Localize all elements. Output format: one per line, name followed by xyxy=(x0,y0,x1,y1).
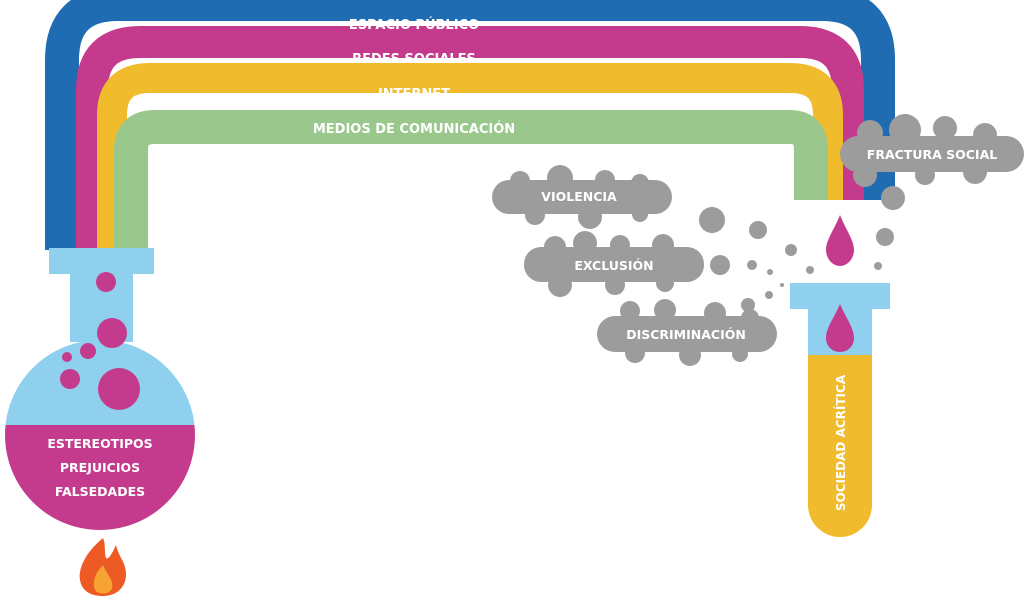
cloud-fractura-social xyxy=(840,114,1024,270)
pipe-espacio-publico xyxy=(45,0,895,250)
flask-label-prejuicios: PREJUICIOS xyxy=(60,460,140,475)
cloud-label-exclusion: EXCLUSIÓN xyxy=(574,258,653,273)
flask-label-falsedades: FALSEDADES xyxy=(55,484,145,499)
cloud-label-violencia: VIOLENCIA xyxy=(541,189,617,204)
tube-body xyxy=(808,355,872,537)
pipe-label-espacio-publico: ESPACIO PÚBLICO xyxy=(349,17,479,33)
flask-label-estereotipos: ESTEREOTIPOS xyxy=(47,436,152,451)
flask: ESTEREOTIPOS PREJUICIOS FALSEDADES xyxy=(5,248,195,530)
test-tube: SOCIEDAD ACRÍTICA xyxy=(790,283,890,537)
pipe-internet xyxy=(97,63,843,250)
cloud-label-discriminacion: DISCRIMINACIÓN xyxy=(626,327,746,342)
pipe-label-internet: INTERNET xyxy=(378,87,450,102)
pipe-medios xyxy=(114,110,828,250)
pipes: ESPACIO PÚBLICO REDES SOCIALES INTERNET … xyxy=(45,0,895,250)
smoke-puffs xyxy=(699,207,814,312)
cloud-exclusion xyxy=(524,231,704,297)
pipe-label-redes-sociales: REDES SOCIALES xyxy=(352,52,476,67)
flask-cap xyxy=(49,248,154,274)
flame-icon xyxy=(79,538,126,596)
tube-label: SOCIEDAD ACRÍTICA xyxy=(833,374,848,511)
flask-body-top xyxy=(5,340,195,426)
cloud-violencia xyxy=(492,165,672,229)
cloud-label-fractura-social: FRACTURA SOCIAL xyxy=(867,147,997,162)
tube-drop-icon xyxy=(826,304,854,352)
falling-drop-icon xyxy=(826,215,854,266)
cloud-discriminacion xyxy=(597,299,777,366)
pipe-redes-sociales xyxy=(76,26,864,250)
pipe-label-medios: MEDIOS DE COMUNICACIÓN xyxy=(313,121,515,137)
flask-bubbles xyxy=(60,272,140,410)
smoke: FRACTURA SOCIAL VIOLENCIA EXCLUSIÓN DISC… xyxy=(492,114,1024,366)
